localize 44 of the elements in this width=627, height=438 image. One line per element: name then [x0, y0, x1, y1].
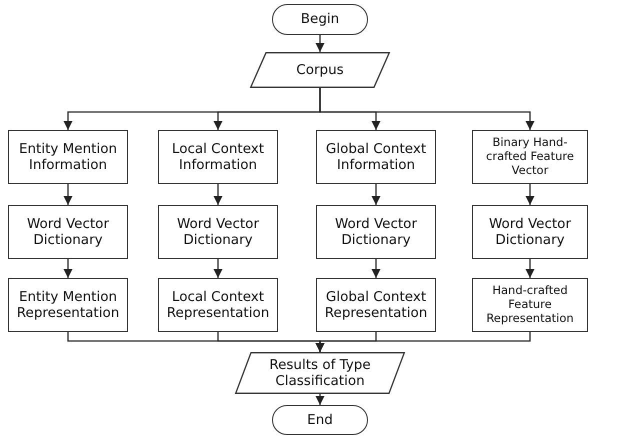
process-box: [472, 278, 588, 332]
node-text: End: [306, 412, 334, 428]
process-box: [316, 130, 436, 184]
arrow: [371, 184, 381, 205]
arrow: [213, 184, 223, 205]
node-text: Local Context Information: [170, 140, 266, 174]
arrow: [525, 259, 535, 278]
node-text: Entity Mention Representation: [16, 288, 120, 322]
node-text: Global Context Representation: [324, 288, 428, 322]
process-box: [316, 205, 436, 259]
node-text: Word Vector Dictionary: [334, 216, 418, 248]
arrow: [63, 184, 73, 205]
arrow: [213, 259, 223, 278]
node-text: Corpus: [295, 62, 345, 78]
process-box: [158, 205, 278, 259]
node-text: Local Context Representation: [166, 288, 270, 322]
process-box: [158, 278, 278, 332]
process-box: [158, 130, 278, 184]
node-text: Results of Type Classification: [268, 356, 372, 390]
node-text: Word Vector Dictionary: [176, 216, 260, 248]
arrow: [315, 35, 325, 52]
process-box: [316, 278, 436, 332]
process-box: [472, 205, 588, 259]
arrow: [319, 88, 535, 130]
data-parallelogram: [235, 352, 405, 394]
node-text: Begin: [300, 11, 340, 28]
node-text: Hand-crafted Feature Representation: [485, 284, 575, 326]
arrow: [315, 394, 325, 405]
data-parallelogram: [250, 52, 390, 88]
node-text: Word Vector Dictionary: [26, 216, 110, 248]
arrow: [525, 184, 535, 205]
node-text: Binary Hand-crafted Feature Vector: [485, 136, 575, 178]
node-text: Word Vector Dictionary: [488, 216, 572, 248]
arrow: [315, 332, 531, 352]
process-box: [8, 130, 128, 184]
terminator-node: [272, 4, 368, 35]
arrow: [371, 259, 381, 278]
process-box: [8, 278, 128, 332]
node-text: Entity Mention Information: [18, 140, 118, 174]
terminator-node: [272, 405, 368, 435]
arrow: [63, 259, 73, 278]
process-box: [8, 205, 128, 259]
process-box: [472, 130, 588, 184]
node-text: Global Context Information: [324, 140, 428, 174]
